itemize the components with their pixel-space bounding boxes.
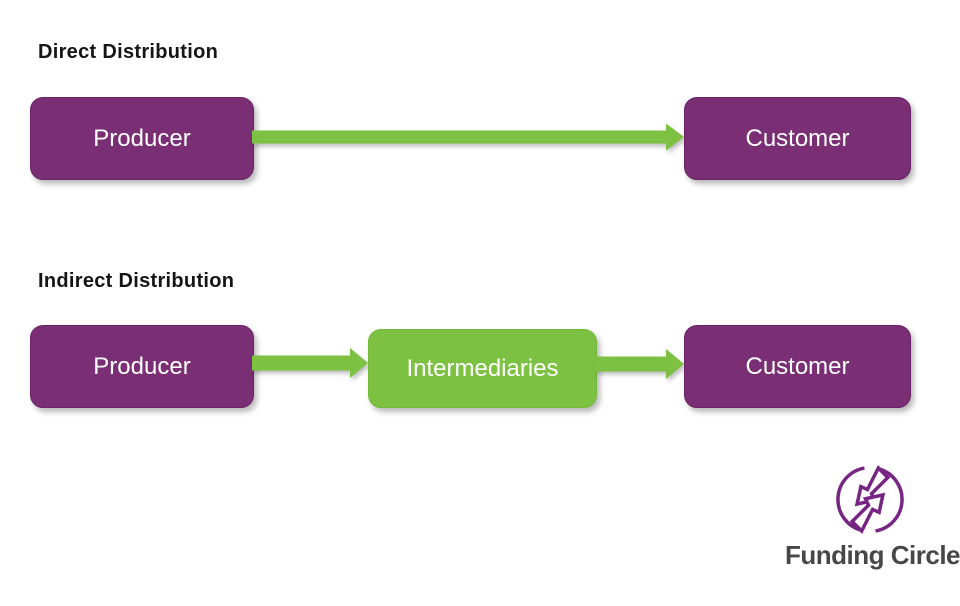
funding-circle-wordmark: Funding Circle [785,540,960,570]
indirect-flow-arrow-1-icon [252,348,368,378]
direct-flow-arrow-icon [252,123,684,151]
funding-circle-logo: Funding Circle [785,461,960,571]
indirect-producer-label: Producer [93,352,191,380]
funding-circle-arrows-icon [836,465,904,534]
indirect-customer-node: Customer [684,325,911,408]
indirect-intermediaries-node: Intermediaries [368,329,597,408]
direct-distribution-heading: Direct Distribution [38,41,219,63]
indirect-intermediaries-label: Intermediaries [406,354,559,382]
indirect-distribution-heading: Indirect Distribution [38,270,235,292]
indirect-flow-arrow-2-icon [595,349,684,379]
direct-producer-label: Producer [93,124,191,152]
indirect-producer-node: Producer [30,325,254,408]
direct-customer-node: Customer [684,97,911,180]
direct-customer-label: Customer [745,124,850,152]
direct-producer-node: Producer [30,97,254,180]
indirect-customer-label: Customer [745,352,850,380]
